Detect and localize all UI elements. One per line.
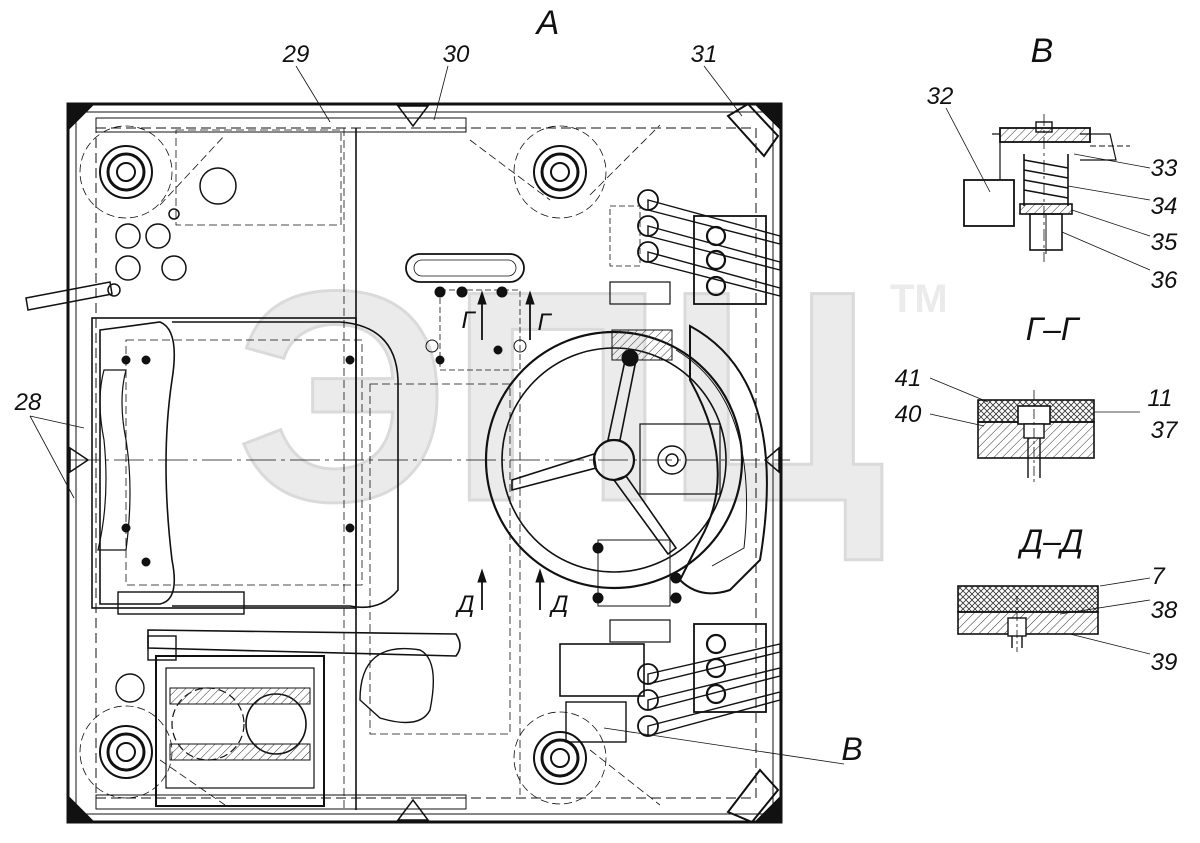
corner-tl <box>69 105 94 130</box>
brace-4 <box>589 749 661 806</box>
plate-outer <box>66 102 783 824</box>
roller-bl <box>79 705 173 799</box>
plate-inner <box>75 111 774 815</box>
roller-tr <box>513 125 607 219</box>
notch-top <box>396 105 430 128</box>
wheel-spoke-3 <box>612 475 678 556</box>
pedal-block-upper <box>609 189 781 305</box>
part-32: 32 <box>927 83 954 110</box>
watermark-text: ЭПЦ <box>236 228 885 564</box>
wheel-cover <box>678 324 768 595</box>
corner-br <box>755 796 780 821</box>
notch-left <box>69 446 90 474</box>
label-arrow-g-left: Г <box>461 307 476 334</box>
bracket-br <box>726 768 780 824</box>
part-29: 29 <box>282 41 310 68</box>
top-rail <box>95 117 467 133</box>
roller-tl <box>79 125 173 219</box>
part-7: 7 <box>1151 563 1166 590</box>
section-g <box>929 377 1140 484</box>
section-arrows <box>477 290 545 610</box>
upper-left-holes <box>107 129 342 297</box>
notch-right <box>763 446 780 474</box>
plate-dashed-frame <box>95 127 757 799</box>
part-40: 40 <box>895 401 922 428</box>
brace-5 <box>159 759 226 806</box>
seat-frame <box>91 317 357 609</box>
part-28: 28 <box>14 389 42 416</box>
corner-tr <box>755 105 780 130</box>
part-36: 36 <box>1151 267 1178 294</box>
detail-b <box>945 107 1151 271</box>
seat-handle <box>97 369 131 551</box>
lower-left-mechanism <box>115 629 461 807</box>
handbrake-lever <box>147 629 461 657</box>
left-lever <box>25 281 113 311</box>
wheel-spoke-1 <box>511 452 597 492</box>
part-11: 11 <box>1148 385 1173 412</box>
label-view-a: А <box>535 4 560 42</box>
labels: А В Г–Г Д–Д В Г Г Д Д 29 30 31 28 32 33 … <box>14 4 1179 767</box>
part-41: 41 <box>895 365 922 392</box>
part-37: 37 <box>1151 417 1179 444</box>
label-arrow-d-right: Д <box>549 591 569 618</box>
spring-34 <box>1023 154 1069 206</box>
bracket-31 <box>726 102 780 158</box>
roller-br <box>513 711 607 805</box>
seat-backrest <box>172 321 399 609</box>
center-panel <box>369 253 527 735</box>
seat <box>91 317 399 615</box>
part-31: 31 <box>691 41 718 68</box>
corner-bl <box>69 796 94 821</box>
brace-1 <box>159 134 226 206</box>
label-section-d: Д–Д <box>1018 523 1084 559</box>
part-30: 30 <box>443 41 470 68</box>
label-arrow-g-right: Г <box>537 309 552 336</box>
bottom-rail <box>95 794 467 810</box>
part-35: 35 <box>1151 229 1178 256</box>
steering-wheel <box>484 324 768 607</box>
rollers <box>79 125 607 805</box>
main-leaders <box>29 65 743 499</box>
brace-3 <box>589 124 661 196</box>
label-arrow-d-left: Д <box>455 591 475 618</box>
seat-cushion <box>99 321 176 605</box>
brace-2 <box>469 139 551 201</box>
label-section-g: Г–Г <box>1026 311 1081 347</box>
notch-bottom <box>396 798 430 821</box>
watermark-tm: TM <box>890 277 948 321</box>
part-34: 34 <box>1151 193 1178 220</box>
part-33: 33 <box>1151 155 1178 182</box>
section-d <box>957 577 1151 655</box>
wheel-cover-inner <box>675 349 747 567</box>
part-38: 38 <box>1151 597 1178 624</box>
watermark: ЭПЦ TM <box>234 227 948 566</box>
label-callout-v: В <box>841 731 862 767</box>
label-view-b: В <box>1031 32 1054 70</box>
part-39: 39 <box>1151 649 1178 676</box>
pedal-block-lower <box>559 619 845 765</box>
